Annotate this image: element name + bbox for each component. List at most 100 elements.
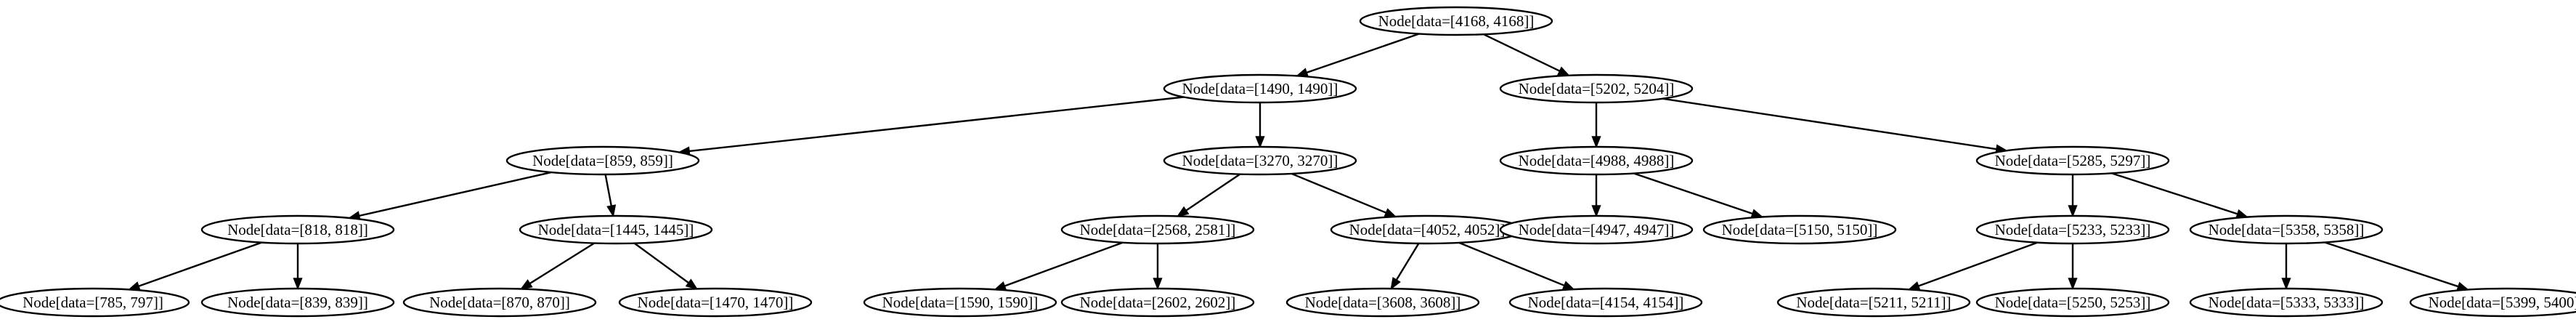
node-ellipse (519, 214, 713, 245)
node-label: Node[data=[5150, 5150]] (1722, 221, 1878, 238)
tree-node: Node[data=[4154, 4154]] (1508, 287, 1703, 318)
edge-n3-n7 (1662, 97, 1997, 150)
tree-node: Node[data=[5211, 5211]] (1776, 287, 1971, 318)
edge-n2-n4 (688, 96, 1185, 153)
node-label: Node[data=[5285, 5297]] (1995, 152, 2151, 169)
tree-node: Node[data=[5233, 5233]] (1975, 214, 2170, 245)
node-label: Node[data=[2568, 2581]] (1080, 221, 1236, 238)
edge-n9-n18 (529, 242, 596, 285)
arrowhead-icon (1255, 136, 1265, 149)
edge-n1-n3 (1483, 33, 1561, 72)
tree-node: Node[data=[4947, 4947]] (1499, 214, 1694, 245)
node-ellipse (1499, 214, 1694, 245)
tree-node: Node[data=[5358, 5358]] (2189, 214, 2384, 245)
node-label: Node[data=[785, 797]] (23, 294, 163, 311)
arrowhead-icon (519, 279, 533, 290)
edge-n5-n10 (1185, 173, 1241, 212)
node-ellipse (2189, 287, 2384, 318)
node-label: Node[data=[1445, 1445]] (538, 221, 694, 238)
tree-node: Node[data=[5250, 5253]] (1975, 287, 2170, 318)
node-label: Node[data=[5211, 5211]] (1796, 294, 1951, 311)
tree-node: Node[data=[5399, 5400]] (2409, 287, 2576, 318)
tree-node: Node[data=[2568, 2581]] (1060, 214, 1255, 245)
node-label: Node[data=[5399, 5400]] (2429, 294, 2576, 311)
arrowhead-icon (2068, 278, 2078, 291)
node-label: Node[data=[5333, 5333]] (2209, 294, 2365, 311)
tree-node: Node[data=[1490, 1490]] (1163, 73, 1357, 104)
tree-node: Node[data=[1445, 1445]] (519, 214, 713, 245)
tree-node: Node[data=[5285, 5297]] (1975, 145, 2170, 176)
node-ellipse (1975, 145, 2170, 176)
arrowhead-icon (293, 278, 303, 291)
edge-n1-n2 (1306, 33, 1420, 74)
tree-node: Node[data=[3608, 3608]] (1285, 287, 1480, 318)
arrowhead-icon (606, 204, 617, 218)
arrowhead-icon (1561, 281, 1575, 290)
node-ellipse (1702, 214, 1897, 245)
tree-node: Node[data=[5333, 5333]] (2189, 287, 2384, 318)
node-layer: Node[data=[4168, 4168]] Node[data=[1490, … (0, 6, 2576, 318)
node-label: Node[data=[5358, 5358]] (2209, 221, 2365, 238)
node-ellipse (863, 287, 1057, 318)
node-label: Node[data=[1590, 1590]] (882, 294, 1039, 311)
node-label: Node[data=[3270, 3270]] (1182, 152, 1338, 169)
edge-n9-n19 (633, 242, 689, 284)
arrowhead-icon (2068, 205, 2078, 218)
edge-n5-n11 (1291, 172, 1387, 214)
edge-n4-n8 (359, 171, 552, 217)
node-ellipse (1499, 73, 1694, 104)
tree-node: Node[data=[4052, 4052]] (1330, 214, 1524, 245)
edge-n6-n13 (1633, 172, 1753, 215)
node-ellipse (200, 287, 395, 318)
node-ellipse (2189, 214, 2384, 245)
tree-node: Node[data=[3270, 3270]] (1163, 145, 1357, 176)
arrowhead-icon (1591, 136, 1601, 149)
node-ellipse (2409, 287, 2576, 318)
node-label: Node[data=[3608, 3608]] (1305, 294, 1461, 311)
node-label: Node[data=[4947, 4947]] (1519, 221, 1675, 238)
node-label: Node[data=[859, 859]] (532, 152, 673, 169)
node-label: Node[data=[5233, 5233]] (1995, 221, 2151, 238)
node-ellipse (1163, 73, 1357, 104)
node-label: Node[data=[5250, 5253]] (1995, 294, 2151, 311)
edge-layer (127, 33, 2470, 291)
node-ellipse (0, 287, 190, 318)
tree-node: Node[data=[785, 797]] (0, 287, 190, 318)
arrowhead-icon (1390, 277, 1401, 290)
edge-n7-n15 (2111, 172, 2238, 215)
edge-n14-n24 (1918, 241, 2038, 287)
tree-node: Node[data=[870, 870]] (402, 287, 597, 318)
node-label: Node[data=[1470, 1470]] (638, 294, 794, 311)
node-ellipse (1499, 145, 1694, 176)
node-label: Node[data=[2602, 2602]] (1080, 294, 1236, 311)
node-ellipse (1163, 145, 1357, 176)
edge-n10-n20 (1004, 241, 1124, 287)
arrowhead-icon (1907, 281, 1921, 291)
arrowhead-icon (1176, 206, 1190, 217)
node-label: Node[data=[4168, 4168]] (1378, 12, 1535, 30)
edge-n4-n9 (604, 174, 612, 206)
node-ellipse (1776, 287, 1971, 318)
tree-node: Node[data=[2602, 2602]] (1060, 287, 1255, 318)
node-ellipse (1975, 287, 2170, 318)
tree-node: Node[data=[1470, 1470]] (618, 287, 813, 318)
node-label: Node[data=[4988, 4988]] (1519, 152, 1675, 169)
tree-node: Node[data=[1590, 1590]] (863, 287, 1057, 318)
node-label: Node[data=[839, 839]] (227, 294, 368, 311)
edge-n8-n16 (138, 241, 262, 287)
node-label: Node[data=[1490, 1490]] (1182, 80, 1338, 97)
tree-node: Node[data=[4168, 4168]] (1359, 6, 1553, 36)
edge-n15-n27 (2324, 241, 2459, 288)
tree-node: Node[data=[5202, 5204]] (1499, 73, 1694, 104)
tree-node: Node[data=[839, 839]] (200, 287, 395, 318)
arrowhead-icon (1384, 208, 1397, 217)
edge-n11-n22 (1395, 243, 1420, 281)
node-label: Node[data=[4154, 4154]] (1528, 294, 1684, 311)
node-ellipse (1359, 6, 1553, 36)
node-ellipse (1508, 287, 1703, 318)
node-ellipse (1060, 214, 1255, 245)
arrowhead-icon (994, 281, 1007, 291)
node-ellipse (1060, 287, 1255, 318)
arrowhead-icon (685, 278, 699, 290)
node-label: Node[data=[818, 818]] (227, 221, 368, 238)
